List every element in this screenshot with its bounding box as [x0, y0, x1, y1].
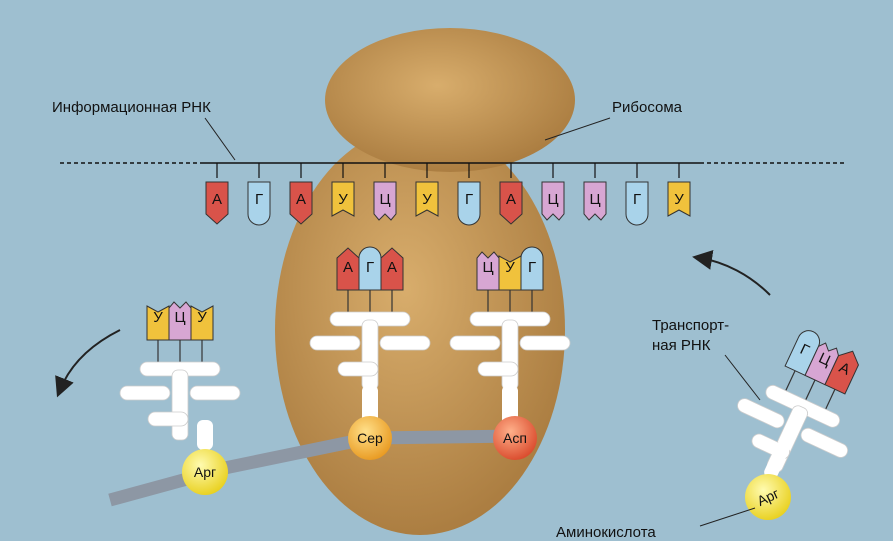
svg-text:Информационная РНК: Информационная РНК: [52, 99, 211, 116]
amino-acid-ser: Сер: [348, 416, 392, 460]
mrna-nucleotide: Г: [248, 182, 270, 225]
amino-acid-arg-incoming: Арг: [745, 474, 791, 520]
mrna-nucleotide: Г: [626, 182, 648, 225]
nucleotide-label: А: [506, 191, 516, 208]
svg-text:Рибосома: Рибосома: [612, 99, 683, 116]
nucleotide-label: У: [422, 191, 432, 208]
nucleotide-label: Г: [528, 259, 536, 276]
nucleotide-label: А: [343, 259, 353, 276]
nucleotide-label: Г: [465, 191, 473, 208]
nucleotide-label: Ц: [174, 309, 185, 326]
nucleotide-label: А: [296, 191, 306, 208]
amino-acid-label: Асп: [503, 430, 527, 446]
nucleotide-label: Ц: [379, 191, 390, 208]
nucleotide-label: У: [153, 309, 163, 326]
anticodon-nucleotide: Г: [521, 247, 543, 290]
anticodon-nucleotide: Г: [359, 247, 381, 290]
mrna-nucleotide: Ц: [542, 182, 564, 220]
amino-acid-label: Арг: [194, 464, 216, 480]
svg-text:ная РНК: ная РНК: [652, 337, 711, 354]
nucleotide-label: У: [505, 259, 515, 276]
anticodon-nucleotide: У: [147, 306, 169, 340]
nucleotide-label: Г: [633, 191, 641, 208]
nucleotide-label: У: [674, 191, 684, 208]
nucleotide-label: У: [338, 191, 348, 208]
anticodon-nucleotide: У: [499, 256, 521, 290]
nucleotide-label: А: [387, 259, 397, 276]
nucleotide-label: Ц: [589, 191, 600, 208]
anticodon-nucleotide: Ц: [477, 252, 499, 290]
svg-text:Транспорт-: Транспорт-: [652, 317, 729, 334]
amino-acid-arg-exiting: Арг: [182, 449, 228, 495]
amino-acid-asp: Асп: [493, 416, 537, 460]
anticodon-nucleotide: У: [191, 306, 213, 340]
nucleotide-label: Ц: [547, 191, 558, 208]
nucleotide-label: А: [212, 191, 222, 208]
mrna-nucleotide: Г: [458, 182, 480, 225]
amino-acid-label: Сер: [357, 430, 383, 446]
nucleotide-label: Г: [255, 191, 263, 208]
nucleotide-label: Ц: [482, 259, 493, 276]
svg-text:Аминокислота: Аминокислота: [556, 524, 656, 541]
nucleotide-label: Г: [366, 259, 374, 276]
anticodon-nucleotide: Ц: [169, 302, 191, 340]
nucleotide-label: У: [197, 309, 207, 326]
mrna-nucleotide: Ц: [584, 182, 606, 220]
mrna-nucleotide: Ц: [374, 182, 396, 220]
